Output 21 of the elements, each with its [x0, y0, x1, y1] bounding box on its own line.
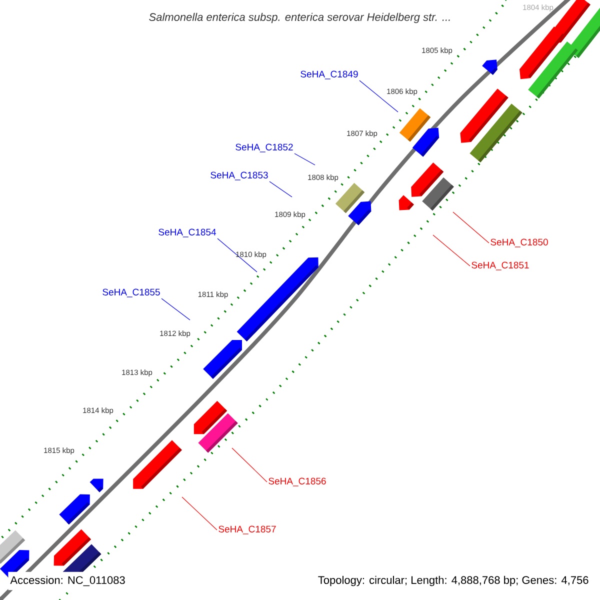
leader-line [161, 298, 190, 320]
leader-line [217, 238, 258, 272]
leader-line [269, 181, 292, 198]
leader-line [432, 234, 470, 266]
leader-line [182, 496, 218, 530]
map-title: Salmonella enterica subsp. enterica serovar Heidelberg str. ... [149, 12, 450, 24]
gene-label: SeHA_C1856 [268, 478, 326, 486]
gene-label: SeHA_C1854 [158, 228, 216, 238]
gene-label: SeHA_C1857 [218, 526, 276, 534]
gene-label: SeHA_C1855 [102, 288, 160, 298]
gene-label: SeHA_C1850 [490, 238, 548, 248]
gene-label: SeHA_C1851 [472, 262, 529, 270]
gene-label: SeHA_C1852 [236, 144, 293, 152]
genome-info: Topology: circular; Length: 4,888,768 bp; Genes: 4,756 [316, 572, 591, 590]
gene-label: SeHA_C1853 [210, 172, 268, 180]
leader-line [452, 212, 490, 244]
leader-line [232, 448, 268, 482]
accession-label: Accession: NC_011083 [8, 572, 128, 590]
leader-line [294, 153, 316, 166]
leader-line [359, 80, 398, 112]
gene-label: SeHA_C1849 [300, 70, 358, 80]
